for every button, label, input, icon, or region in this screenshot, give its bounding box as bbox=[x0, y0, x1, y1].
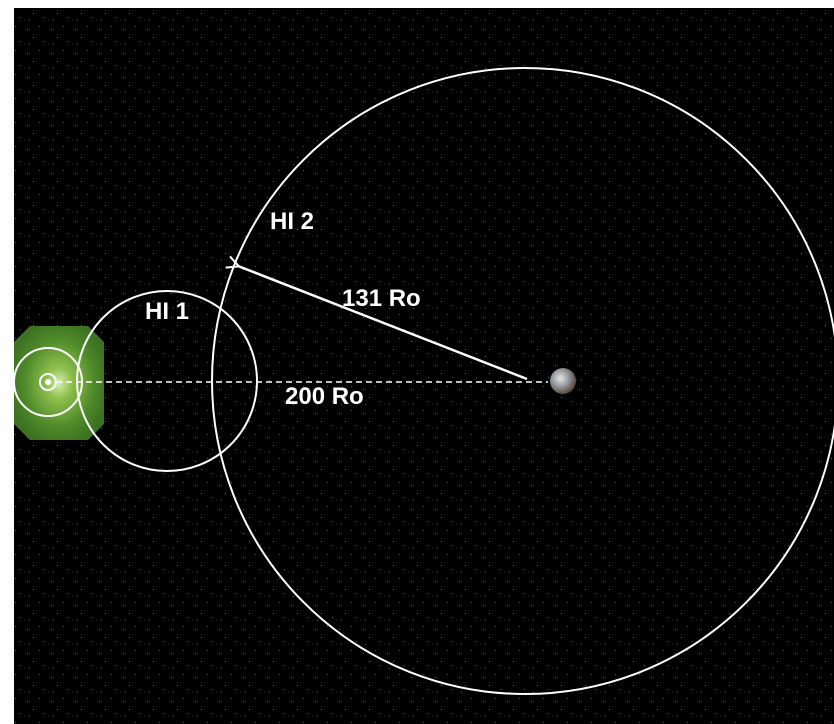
hi2-label: HI 2 bbox=[270, 208, 314, 235]
sun-icon bbox=[45, 379, 51, 385]
coronagraph-image bbox=[14, 326, 104, 440]
earth-icon bbox=[550, 368, 576, 394]
radius-arrow bbox=[238, 266, 528, 381]
star-field bbox=[14, 8, 834, 724]
radius-label: 131 Ro bbox=[342, 285, 421, 312]
hi1-field-circle bbox=[76, 290, 258, 472]
hi1-label: HI 1 bbox=[145, 298, 189, 325]
distance-label: 200 Ro bbox=[285, 383, 364, 410]
hi2-field-circle bbox=[211, 67, 834, 695]
